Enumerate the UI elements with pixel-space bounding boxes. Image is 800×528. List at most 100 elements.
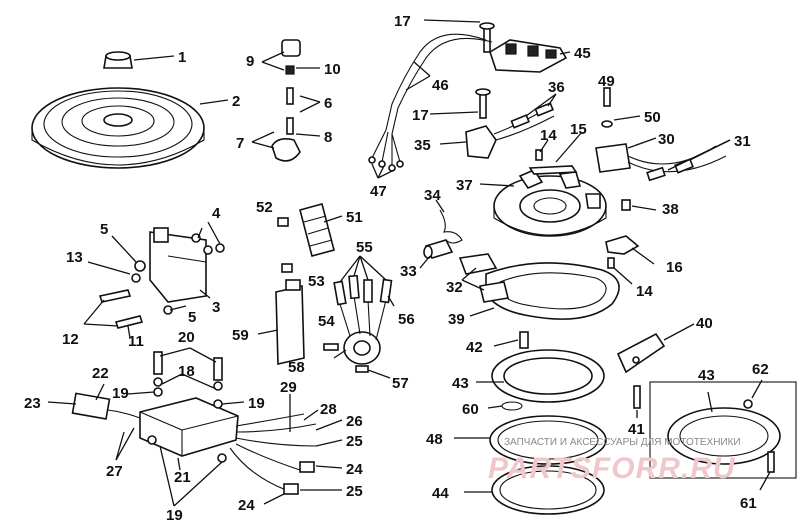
callout-42: 42: [466, 339, 483, 356]
callout-55: 55: [356, 239, 373, 256]
callout-15: 15: [570, 121, 587, 138]
callout-8: 8: [324, 129, 332, 146]
callout-44: 44: [432, 485, 449, 502]
retainer-plate: [485, 262, 620, 320]
callout-50: 50: [644, 109, 661, 126]
terminal-screw-2: [281, 263, 293, 273]
callout-38: 38: [662, 201, 679, 218]
callout-25b: 25: [346, 483, 363, 500]
callout-54: 54: [318, 313, 335, 330]
flywheel-nut: [103, 51, 133, 69]
callout-48: 48: [426, 431, 443, 448]
callout-30: 30: [658, 131, 675, 148]
callout-3: 3: [212, 299, 220, 316]
switch-washer: [601, 120, 613, 128]
watermark-brand: PARTSFORR.RU: [488, 452, 736, 485]
callout-labels: 1 2 3 4 5 5 6 7 8 9 10 11 12 13 14 14 15…: [24, 13, 769, 524]
callout-10: 10: [324, 61, 341, 78]
callout-12: 12: [62, 331, 79, 348]
lever-screw: [607, 257, 615, 269]
terminal-screw: [277, 217, 289, 227]
stator-plate: [493, 169, 607, 237]
callout-32: 32: [446, 279, 463, 296]
callout-17a: 17: [394, 13, 411, 30]
ignition-coil: [131, 227, 225, 315]
sensor-coil: [333, 274, 393, 365]
callout-25a: 25: [346, 433, 363, 450]
callout-28: 28: [320, 401, 337, 418]
retainer-bearing: [458, 253, 509, 303]
callout-59: 59: [232, 327, 249, 344]
callout-23: 23: [24, 395, 41, 412]
callout-4: 4: [212, 205, 221, 222]
watermark-caption: ЗАПЧАСТИ И АКСЕССУАРЫ ДЛЯ МОТОТЕХНИКИ: [504, 437, 741, 448]
bushing: [423, 239, 454, 259]
callout-43b: 43: [698, 367, 715, 384]
power-pack-wires: [229, 413, 317, 495]
callout-35: 35: [414, 137, 431, 154]
pulser-screw: [633, 385, 641, 409]
callout-31: 31: [734, 133, 751, 150]
callout-21: 21: [174, 469, 191, 486]
callout-11: 11: [128, 333, 144, 350]
plate-screw: [621, 199, 631, 211]
power-pack: [139, 397, 239, 457]
support-ring: [491, 465, 605, 515]
coil-screws: [98, 289, 144, 329]
switch-screw: [603, 87, 611, 107]
callout-19a: 19: [112, 385, 129, 402]
callout-40: 40: [696, 315, 713, 332]
callout-1: 1: [178, 49, 186, 66]
callout-19b: 19: [248, 395, 265, 412]
callout-57: 57: [392, 375, 409, 392]
callout-9: 9: [246, 53, 254, 70]
inset-detail: [649, 381, 797, 479]
watermark: ЗАПЧАСТИ И АКСЕССУАРЫ ДЛЯ МОТОТЕХНИКИ PA…: [488, 437, 741, 485]
callout-2: 2: [232, 93, 240, 110]
callout-45: 45: [574, 45, 591, 62]
plate-bolt: [519, 331, 529, 349]
pulser-block: [616, 332, 666, 374]
callout-29: 29: [280, 379, 297, 396]
lever: [605, 235, 640, 255]
flywheel: [31, 87, 205, 169]
callout-34: 34: [424, 187, 441, 204]
callout-53: 53: [308, 273, 325, 290]
charge-coil-assembly: [368, 22, 568, 172]
callout-60: 60: [462, 401, 479, 418]
callout-5b: 5: [188, 309, 196, 326]
callout-49: 49: [598, 73, 615, 90]
callout-14b: 14: [636, 283, 653, 300]
wave-washer: [501, 401, 523, 411]
mount-screw-2: [355, 365, 369, 373]
armature-plate: [491, 349, 605, 403]
callout-24b: 24: [238, 497, 255, 514]
callout-39: 39: [448, 311, 465, 328]
callout-52: 52: [256, 199, 273, 216]
callout-19c: 19: [166, 507, 183, 524]
callout-41: 41: [628, 421, 645, 438]
trigger-coil: [465, 88, 555, 159]
callout-46: 46: [432, 77, 449, 94]
terminal-block: [299, 203, 335, 257]
callout-62: 62: [752, 361, 769, 378]
callout-16: 16: [666, 259, 683, 276]
switch-unit: [595, 143, 727, 182]
callout-51: 51: [346, 209, 363, 226]
callout-22: 22: [92, 365, 109, 382]
callout-5a: 5: [100, 221, 108, 238]
callout-27: 27: [106, 463, 123, 480]
spring: [439, 209, 463, 244]
spark-plug-boots: [271, 39, 301, 162]
harness-connector: [71, 392, 141, 420]
callout-20: 20: [178, 329, 195, 346]
throttle-link: [528, 165, 578, 175]
callout-6: 6: [324, 95, 332, 112]
callout-14a: 14: [540, 127, 557, 144]
callout-37: 37: [456, 177, 473, 194]
seal-ring: [489, 415, 607, 465]
callout-7: 7: [236, 135, 244, 152]
callout-33: 33: [400, 263, 417, 280]
